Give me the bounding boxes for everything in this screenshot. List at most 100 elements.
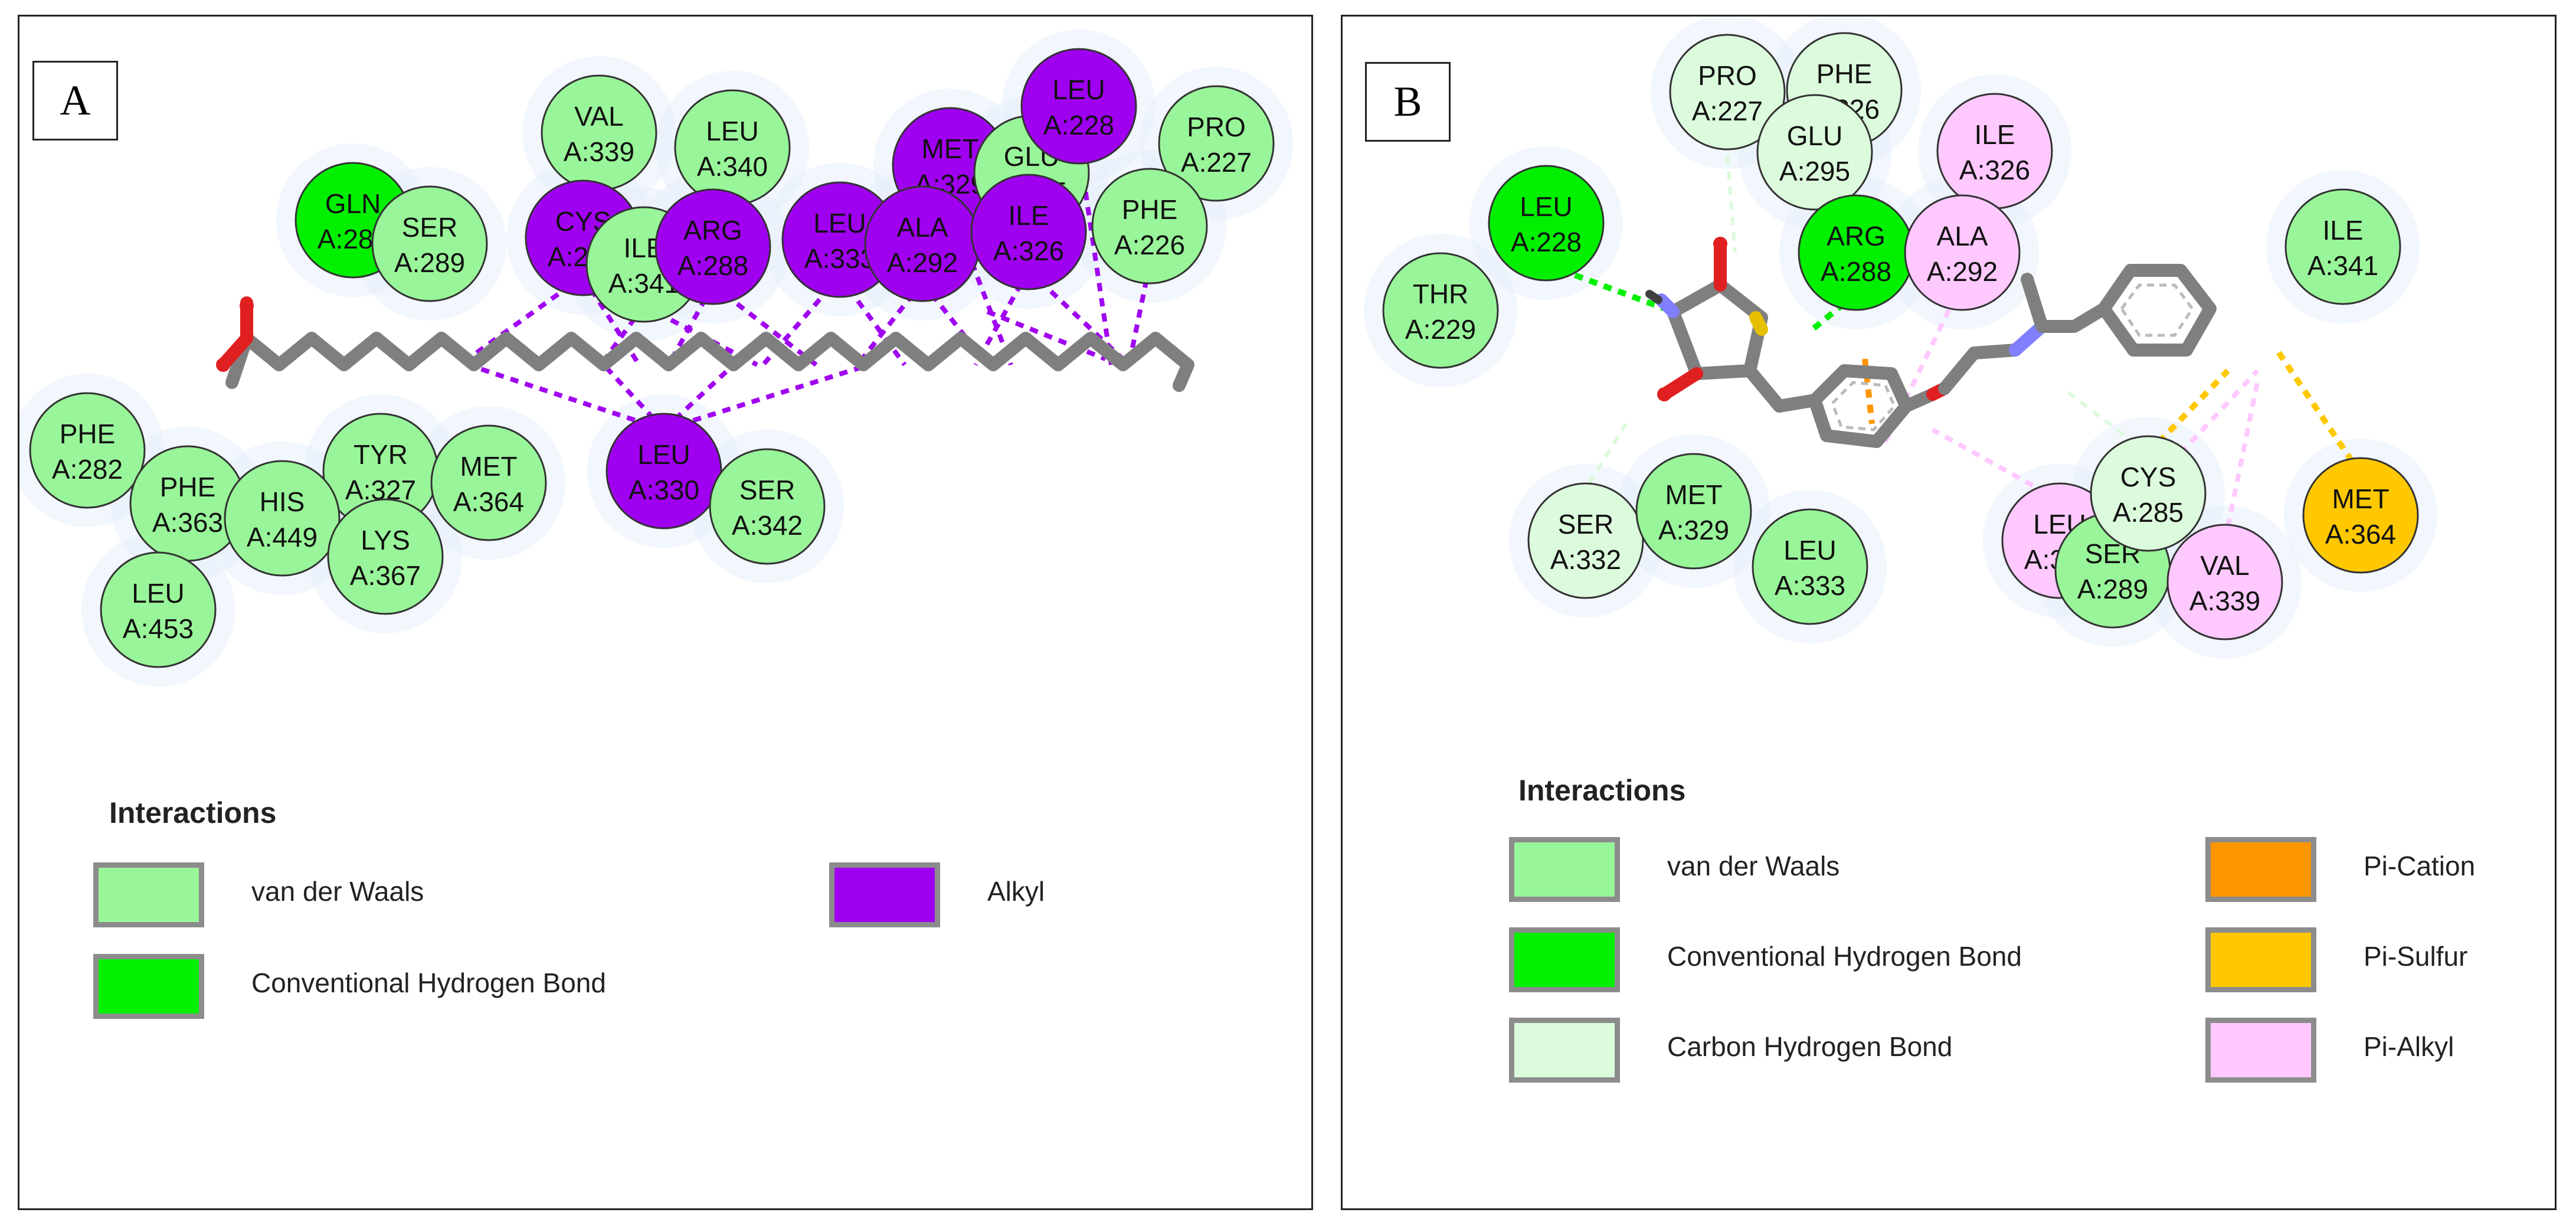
residue-circle — [1756, 94, 1873, 211]
legend-swatch — [2205, 1018, 2316, 1083]
residue-circle — [1020, 48, 1137, 165]
panel-label-b: B — [1365, 62, 1451, 142]
legend-item-hbond-b: Conventional Hydrogen Bond — [1509, 927, 2099, 995]
residue-id: A:292 — [887, 247, 958, 278]
residue-name: MET — [2332, 483, 2389, 514]
residue-name: LEU — [1783, 535, 1836, 566]
residue-name: THR — [1413, 279, 1469, 309]
residue-id: A:226 — [1114, 230, 1185, 260]
residue-id: A:288 — [677, 250, 748, 281]
residue-circle — [430, 424, 547, 541]
legend-swatch — [1509, 927, 1620, 992]
residue-name: ILE — [1974, 119, 2015, 150]
residue-name: PRO — [1698, 60, 1757, 91]
residue-name: LEU — [1052, 74, 1105, 105]
residue-name: CYS — [2120, 462, 2176, 492]
residue-circle — [327, 498, 444, 615]
interaction-line — [2223, 382, 2260, 542]
residue-id: A:339 — [2189, 586, 2260, 616]
residue-circle — [2090, 435, 2207, 552]
residue-name: LEU — [1520, 191, 1572, 222]
legend-label: Conventional Hydrogen Bond — [1667, 941, 2022, 972]
legend-title-a: Interactions — [109, 796, 277, 829]
residue-id: A:363 — [152, 507, 223, 538]
residue-name: LEU — [813, 208, 866, 238]
oxygen-atom — [240, 299, 254, 313]
residue-circle — [709, 448, 826, 565]
interaction-line — [2179, 369, 2259, 455]
residue-name: VAL — [574, 101, 624, 132]
aromatic-ring — [1831, 381, 1896, 432]
residue-circle — [1091, 168, 1208, 285]
residue-id: A:228 — [1511, 227, 1582, 257]
residue-name: HIS — [260, 486, 305, 517]
legend-swatch — [1509, 1018, 1620, 1083]
residue-name: LEU — [637, 439, 690, 470]
residue-name: PHE — [60, 419, 116, 449]
residue-name: SER — [402, 212, 458, 243]
interaction-line — [467, 362, 665, 432]
legend-label: Conventional Hydrogen Bond — [251, 967, 606, 998]
residue-id: A:289 — [394, 247, 465, 278]
interaction-line — [1806, 292, 1858, 335]
panel-a: VALA:339LEUA:340META:329GLUA:295LEUA:228… — [18, 15, 1313, 1210]
bond — [2035, 302, 2110, 333]
bond — [2021, 273, 2048, 333]
bond — [1645, 290, 1662, 304]
interaction-line — [1724, 140, 1737, 253]
residue-name: MET — [1665, 479, 1722, 510]
aromatic-ring — [2119, 283, 2195, 337]
residue-id: A:285 — [2113, 497, 2184, 528]
interaction-line — [598, 304, 646, 367]
interaction-line — [986, 309, 1107, 361]
residue-id: A:333 — [1775, 570, 1845, 601]
residue-id: A:342 — [732, 510, 803, 541]
bond — [1667, 279, 1768, 380]
oxygen-atom — [216, 358, 230, 372]
residue-leu-333: LEU A:333 — [1752, 508, 1868, 625]
residue-circle — [100, 551, 217, 668]
residue-id: A:227 — [1181, 147, 1252, 178]
residue-name: LYS — [361, 525, 410, 555]
residue-name: ALA — [1937, 221, 1988, 251]
residue-circle — [1488, 165, 1605, 282]
oxygen-atom — [1713, 237, 1727, 251]
legend-item-pication-b: Pi-Cation — [2205, 837, 2536, 905]
ligand-fatty-acid — [216, 296, 1194, 392]
legend-item-vdw-b: van der Waals — [1509, 837, 1981, 905]
residue-circle — [2284, 188, 2401, 305]
interaction-line — [1584, 423, 1628, 490]
legend-label: Pi-Sulfur — [2364, 941, 2468, 972]
legend-swatch — [2205, 927, 2316, 992]
oxygen-atom — [1657, 387, 1671, 401]
residue-circle — [970, 174, 1087, 290]
residue-id: A:340 — [697, 151, 768, 182]
residue-id: A:364 — [453, 486, 524, 517]
residue-circle — [1382, 252, 1499, 369]
residue-name: ARG — [683, 215, 742, 246]
residue-met-364: MET A:364 — [430, 424, 547, 541]
residue-circle — [1158, 85, 1275, 202]
residue-name: LEU — [132, 578, 184, 609]
residue-id: A:364 — [2325, 519, 2396, 550]
legend-label: Alkyl — [987, 876, 1045, 907]
residue-name: MET — [460, 451, 517, 482]
residue-circle — [1669, 34, 1786, 151]
interaction-diagram-b: PROA:227PHEA:226GLUA:295ILEA:326LEUA:228… — [1364, 17, 2437, 659]
residue-id: A:333 — [804, 243, 875, 274]
residue-name: SER — [739, 475, 796, 505]
residue-arg-288: ARG A:288 — [654, 188, 771, 305]
